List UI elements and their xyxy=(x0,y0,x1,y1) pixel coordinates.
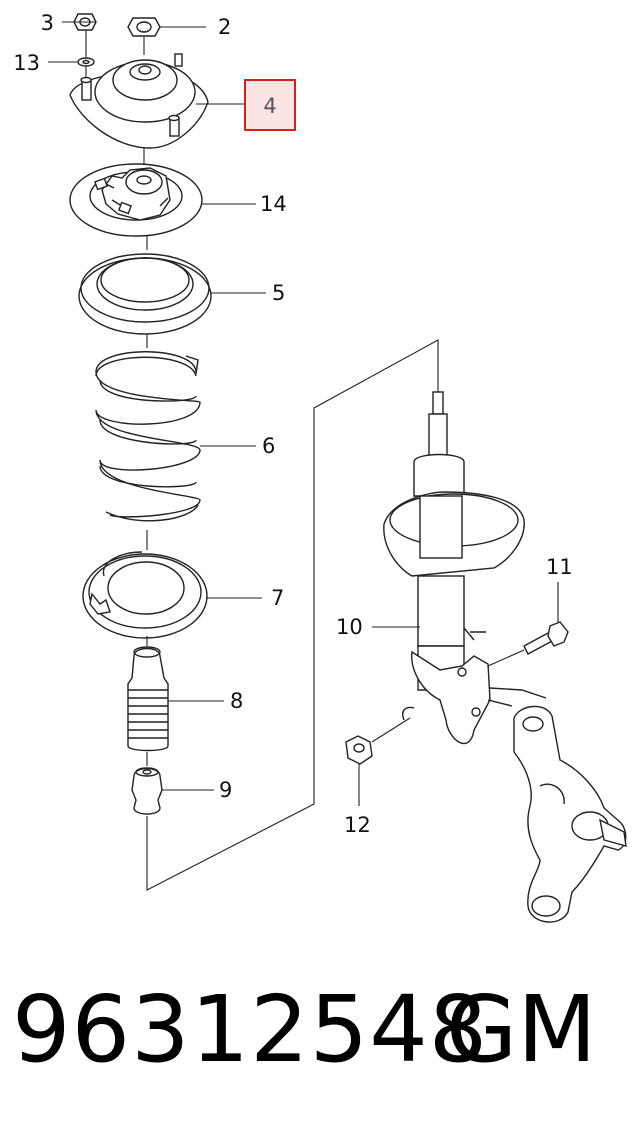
callout-6: 6 xyxy=(262,434,275,458)
callout-3: 3 xyxy=(41,11,54,35)
brand-name: GM xyxy=(446,976,597,1083)
callout-2: 2 xyxy=(218,15,231,39)
callout-10: 10 xyxy=(336,615,363,639)
part-4-strut-mount xyxy=(69,53,209,149)
part-number: 96312548 xyxy=(12,976,489,1083)
callout-4: 4 xyxy=(263,94,276,118)
part-8-dust-boot xyxy=(127,646,169,752)
part-11-bolt xyxy=(487,621,569,667)
part-5-spring-seat xyxy=(78,253,212,335)
callout-11: 11 xyxy=(546,555,573,579)
part-14-bearing-plate xyxy=(69,163,203,237)
part-9-bump-stop xyxy=(131,767,163,815)
part-2-nut xyxy=(127,17,161,37)
callout-7: 7 xyxy=(271,586,284,610)
callout-14: 14 xyxy=(260,192,287,216)
exploded-strut-diagram: 3 13 2 4 14 5 6 7 8 9 10 11 12 xyxy=(13,11,627,923)
part-7-lower-seat xyxy=(82,551,208,639)
part-13-washer xyxy=(77,57,95,67)
steering-knuckle xyxy=(487,687,627,923)
part-6-coil-spring xyxy=(95,351,201,522)
callout-4-highlight xyxy=(244,79,296,131)
part-10-strut-assembly xyxy=(383,391,525,745)
callout-12: 12 xyxy=(344,813,371,837)
callout-8: 8 xyxy=(230,689,243,713)
callout-13: 13 xyxy=(13,51,40,75)
callout-5: 5 xyxy=(272,281,285,305)
callout-9: 9 xyxy=(219,778,232,802)
part-12-nut xyxy=(345,717,411,765)
